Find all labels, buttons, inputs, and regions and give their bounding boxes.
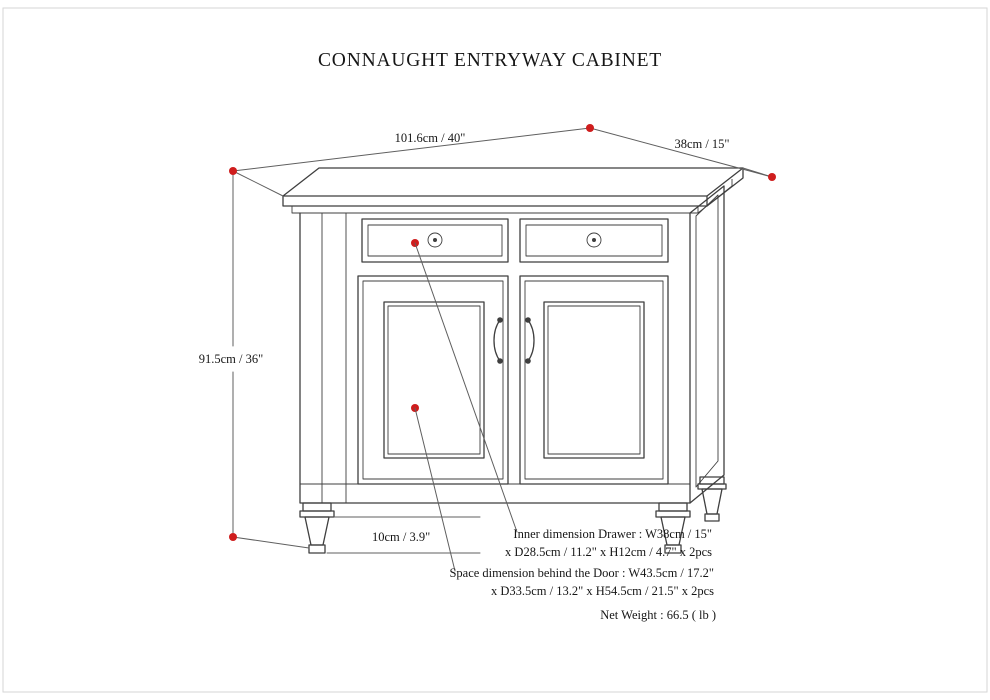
width-dimension: 101.6cm / 40": [232, 127, 591, 197]
door-annotation-line2: x D33.5cm / 13.2" x H54.5cm / 21.5" x 2p…: [491, 584, 714, 598]
depth-extension-line: [742, 167, 773, 178]
top-molding-front: [291, 206, 699, 214]
left-pilaster-lines: [321, 213, 347, 503]
marker-top-left: [229, 167, 237, 175]
top-molding-side: [697, 179, 733, 214]
marker-bottom-left: [229, 533, 237, 541]
dimensions: 101.6cm / 40" 38cm / 15" 91.5cm / 36" 10…: [199, 124, 776, 622]
depth-dimension: 38cm / 15": [589, 127, 773, 178]
door-left-panel: [383, 301, 485, 459]
cabinet-drawing: [282, 167, 744, 554]
cabinet-body-side: [689, 185, 725, 504]
leg-front-left-taper: [304, 516, 330, 546]
drawer-annotation: Inner dimension Drawer : W38cm / 15" x D…: [411, 239, 712, 559]
leg-back-right: [697, 476, 727, 522]
handle-left-pull: [493, 319, 501, 362]
door-left-panel-inner: [387, 305, 481, 455]
door-right-panel: [543, 301, 645, 459]
leg-front-left-ring: [299, 510, 335, 518]
door-right-frame-inner: [524, 280, 664, 480]
cabinet-top-front-edge: [282, 195, 708, 207]
drawer-right-inner-line: [525, 224, 663, 257]
depth-dimension-line: [589, 127, 773, 178]
leg-front-right: [655, 502, 691, 554]
side-inset-panel: [695, 194, 719, 488]
door-right-frame: [519, 275, 669, 485]
door-leader-line: [414, 407, 456, 572]
drawer-knob-left-center: [433, 238, 437, 242]
door-left: [357, 275, 509, 485]
drawer-left-inner-line: [367, 224, 503, 257]
drawer-left: [361, 218, 509, 263]
drawer-knob-right-center: [592, 238, 596, 242]
drawer-right-front: [519, 218, 669, 263]
door-left-frame: [357, 275, 509, 485]
door-annotation: Space dimension behind the Door : W43.5c…: [411, 404, 714, 598]
height-dimension: 91.5cm / 36": [199, 170, 310, 549]
dimension-markers: [229, 124, 776, 541]
diagram-title: CONNAUGHT ENTRYWAY CABINET: [318, 50, 662, 71]
drawer-leader-line: [414, 242, 518, 533]
cabinet-body-front: [299, 212, 691, 504]
drawer-left-front: [361, 218, 509, 263]
door-handle-left: [493, 317, 503, 364]
drawer-annotation-line2: x D28.5cm / 11.2" x H12cm / 4.7" x 2pcs: [505, 545, 712, 559]
leg-back-right-ring: [697, 483, 727, 490]
leg-back-right-taper: [701, 488, 723, 515]
marker-top-middle: [586, 124, 594, 132]
leg-front-left-base: [308, 544, 326, 554]
drawer-knob-right: [586, 232, 602, 248]
leg-height-label: 10cm / 3.9": [372, 530, 430, 544]
door-left-frame-inner: [362, 280, 504, 480]
net-weight-label: Net Weight : 66.5 ( lb ): [600, 608, 716, 622]
leg-front-right-post: [658, 502, 688, 512]
door-right: [519, 275, 669, 485]
leg-front-right-base: [664, 544, 682, 554]
width-dimension-label: 101.6cm / 40": [395, 131, 466, 145]
door-handle-right: [525, 317, 535, 364]
door-annotation-line1: Space dimension behind the Door : W43.5c…: [449, 566, 714, 580]
leg-back-right-base: [704, 513, 720, 522]
cabinet-top-surface: [282, 167, 744, 197]
leg-front-left-post: [302, 502, 332, 512]
leg-height-dimension: 10cm / 3.9": [326, 516, 481, 554]
width-extension-line: [232, 170, 284, 197]
image-border: [2, 7, 988, 693]
drawer-annotation-line1: Inner dimension Drawer : W38cm / 15": [513, 527, 712, 541]
height-extension-line: [232, 536, 310, 549]
door-right-panel-inner: [547, 305, 641, 455]
drawer-knob-left: [427, 232, 443, 248]
width-dimension-line: [232, 127, 591, 172]
height-dimension-label: 91.5cm / 36": [199, 352, 263, 366]
marker-top-right: [768, 173, 776, 181]
handle-right-pull: [527, 319, 535, 362]
drawer-right: [519, 218, 669, 263]
leg-front-right-ring: [655, 510, 691, 518]
leg-front-left: [299, 502, 335, 554]
depth-dimension-label: 38cm / 15": [674, 137, 729, 151]
